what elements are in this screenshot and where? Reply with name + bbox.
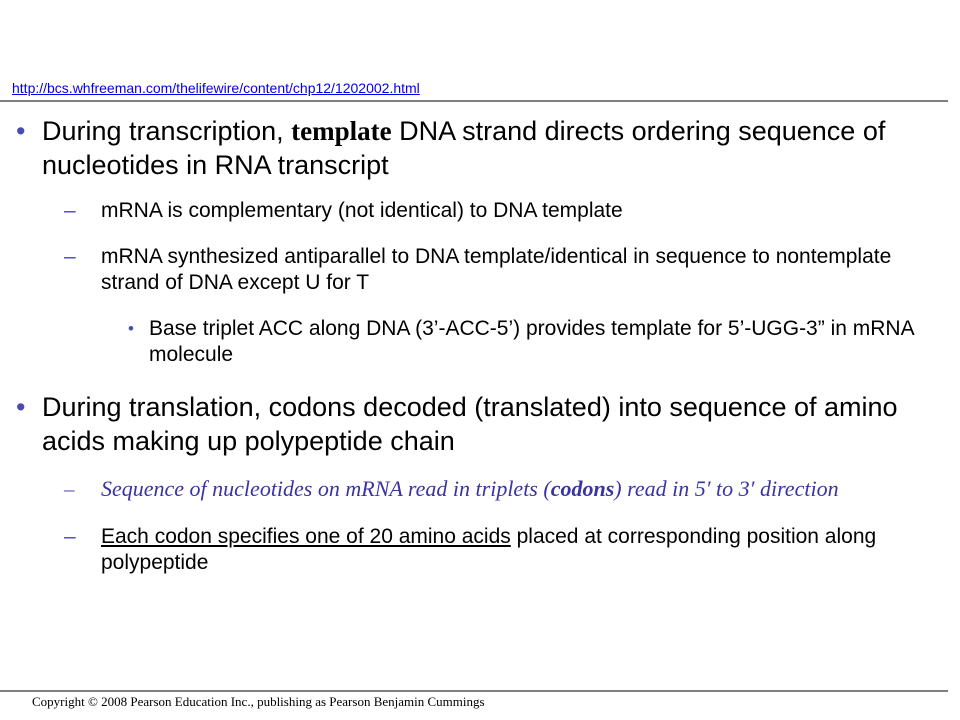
bullet-text: During transcription, xyxy=(42,116,292,146)
bold-term-codons: codons xyxy=(550,476,615,501)
sub-bullet-antiparallel: – mRNA synthesized antiparallel to DNA t… xyxy=(16,244,946,296)
dash-icon: – xyxy=(64,525,76,548)
bullet-text: During translation, codons decoded (tran… xyxy=(42,392,898,456)
sub-sub-bullet-triplet: • Base triplet ACC along DNA (3’-ACC-5’)… xyxy=(16,316,946,368)
underlined-phrase: Each codon specifies one of 20 amino aci… xyxy=(101,525,511,548)
dash-icon: – xyxy=(64,199,76,222)
bullet-dot-icon: • xyxy=(16,116,26,146)
bullet-dot-icon: • xyxy=(128,319,134,338)
bullet-transcription: • During transcription, template DNA str… xyxy=(16,114,946,182)
sub-bullet-text: mRNA is complementary (not identical) to… xyxy=(101,199,623,222)
sub-bullet-complementary: – mRNA is complementary (not identical) … xyxy=(16,198,946,224)
bold-term-template: template xyxy=(291,116,392,146)
slide-content: • During transcription, template DNA str… xyxy=(16,114,946,576)
sub-bullet-text: placed at corresponding position along p… xyxy=(101,525,877,574)
source-url-link[interactable]: http://bcs.whfreeman.com/thelifewire/con… xyxy=(12,80,420,96)
copyright-notice: Copyright © 2008 Pearson Education Inc.,… xyxy=(32,694,485,709)
bottom-divider xyxy=(0,690,948,692)
bullet-translation: • During translation, codons decoded (tr… xyxy=(16,390,946,458)
sub-bullet-amino-acids: – Each codon specifies one of 20 amino a… xyxy=(16,524,946,576)
sub-bullet-text: Sequence of nucleotides on mRNA read in … xyxy=(101,476,551,501)
sub-sub-bullet-text: Base triplet ACC along DNA (3’-ACC-5’) p… xyxy=(149,317,914,366)
sub-bullet-codons: – Sequence of nucleotides on mRNA read i… xyxy=(16,476,946,502)
bullet-dot-icon: • xyxy=(16,392,26,422)
top-divider xyxy=(0,100,948,102)
dash-icon: – xyxy=(64,245,76,268)
sub-bullet-text: ) read in 5′ to 3′ direction xyxy=(614,476,839,501)
bullet-text: DNA strand directs ordering sequence of … xyxy=(42,116,886,180)
dash-icon: – xyxy=(64,477,75,501)
sub-bullet-text: mRNA synthesized antiparallel to DNA tem… xyxy=(101,245,892,294)
